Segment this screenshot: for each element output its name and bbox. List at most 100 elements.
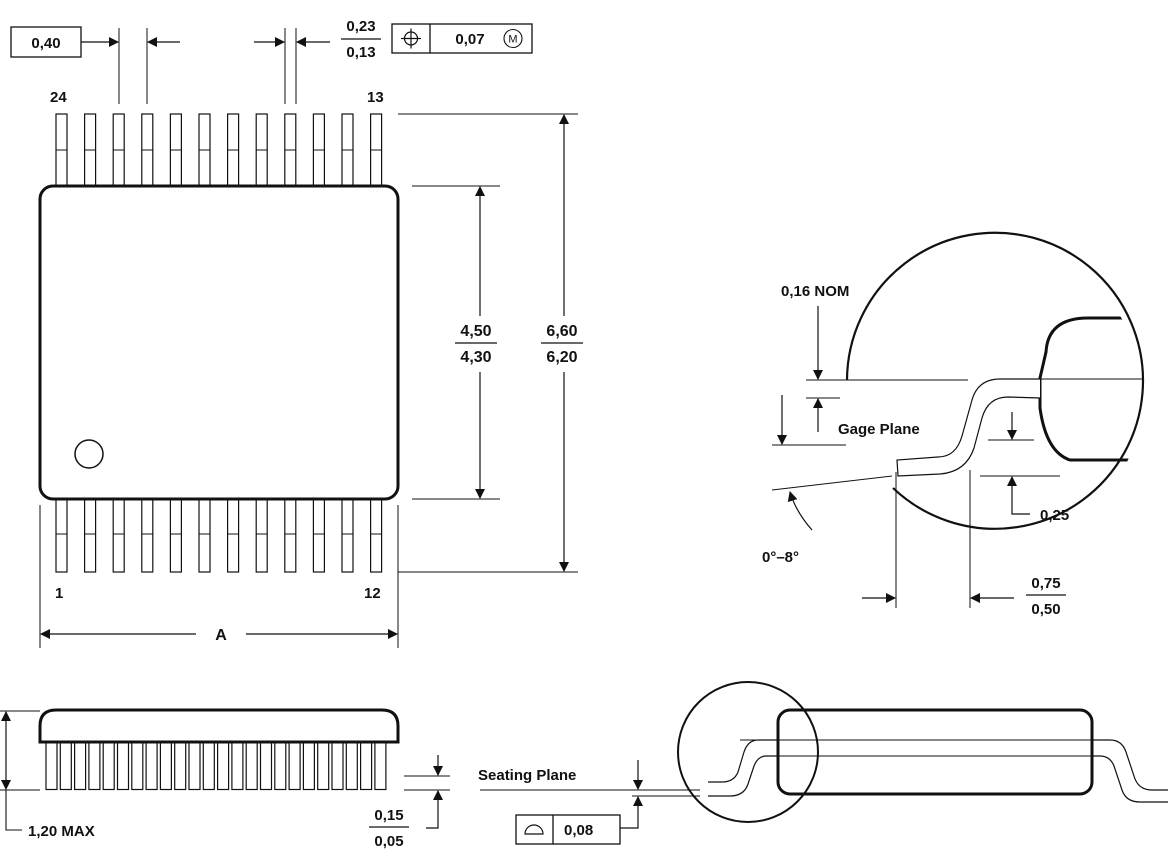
lead-side xyxy=(131,739,144,791)
pin-label-24: 24 xyxy=(50,89,67,106)
standoff-min: 0,05 xyxy=(374,833,403,850)
seating-arrow-bottom xyxy=(620,796,643,829)
lead-bottom xyxy=(198,496,211,573)
lead-side xyxy=(73,739,87,791)
side-leads xyxy=(45,739,387,791)
lead-side xyxy=(345,739,358,791)
lead-width-min: 0,13 xyxy=(346,44,375,61)
body-width-min: 4,30 xyxy=(460,349,491,366)
position-tolerance-icon xyxy=(401,28,421,49)
gage-dim-value: 0,25 xyxy=(1040,507,1069,524)
detail-view: 0,16 NOM Gage Plane 0,25 0°–8° 0,75 0,50 xyxy=(762,231,1145,618)
lead-thickness-label: 0,16 NOM xyxy=(781,283,849,300)
coplanarity-frame xyxy=(515,814,621,845)
gage-dim-arrow-bottom xyxy=(1007,476,1030,515)
angle-arc-arrow xyxy=(787,491,813,531)
lead-top xyxy=(370,113,383,189)
lead-side xyxy=(374,739,387,791)
lead-top xyxy=(169,113,182,189)
lead-top xyxy=(284,113,297,189)
lead-side xyxy=(360,739,373,791)
lead-bottom xyxy=(370,496,383,573)
lead-side xyxy=(174,739,187,791)
lead-side xyxy=(102,739,115,791)
angle-label: 0°–8° xyxy=(762,549,799,566)
lead-top xyxy=(141,113,154,189)
length-label: A xyxy=(215,627,227,644)
standoff-max: 0,15 xyxy=(374,807,403,824)
lead-bottom xyxy=(141,496,154,573)
foot-length-min: 0,50 xyxy=(1031,601,1060,618)
lead-top xyxy=(198,113,211,189)
side-view: 1,20 MAX 0,15 0,05 Seating Plane 0,08 xyxy=(0,681,1168,850)
top-view: 24 13 1 12 0,40 0,23 0,13 0,07 M xyxy=(10,18,583,648)
side-detail-body xyxy=(776,708,1094,796)
lead-bottom xyxy=(112,496,125,573)
lead-side xyxy=(331,739,344,791)
lead-top xyxy=(55,113,68,189)
seating-plane-label: Seating Plane xyxy=(478,767,576,784)
position-tolerance-value: 0,07 xyxy=(455,31,484,48)
lead-side xyxy=(317,739,330,791)
lead-top xyxy=(83,113,97,189)
lead-side xyxy=(217,739,230,791)
lead-side xyxy=(274,739,287,791)
lead-top xyxy=(227,113,240,189)
pin-label-12: 12 xyxy=(364,585,381,602)
lead-side xyxy=(231,739,244,791)
detail-body-outline xyxy=(1038,316,1143,462)
side-detail-circle xyxy=(677,681,819,823)
angle-reference-line xyxy=(771,475,893,491)
lead-bottom xyxy=(55,496,68,573)
lead-bottom xyxy=(255,496,268,573)
lead-bottom xyxy=(284,496,297,573)
pin-label-1: 1 xyxy=(55,585,63,602)
pin1-indicator xyxy=(74,439,104,469)
standoff-arrow-bottom xyxy=(426,790,443,829)
height-leader xyxy=(5,790,22,831)
lead-side xyxy=(159,739,172,791)
lead-top xyxy=(312,113,325,189)
overall-width-min: 6,20 xyxy=(546,349,577,366)
profile-of-surface-icon xyxy=(524,824,544,835)
bottom-leads xyxy=(55,496,383,573)
lead-side xyxy=(145,739,158,791)
pitch-box xyxy=(10,26,82,58)
lead-width-max: 0,23 xyxy=(346,18,375,35)
side-body xyxy=(38,708,400,744)
top-leads xyxy=(55,113,383,189)
lead-top xyxy=(341,113,354,189)
mmc-circle-icon xyxy=(503,28,523,49)
overall-width-max: 6,60 xyxy=(546,323,577,340)
package-body xyxy=(38,184,400,501)
lead-bottom xyxy=(83,496,97,573)
pin-label-13: 13 xyxy=(367,89,384,106)
lead-side xyxy=(259,739,273,791)
lead-side xyxy=(88,739,101,791)
body-width-max: 4,50 xyxy=(460,323,491,340)
lead-side xyxy=(59,739,72,791)
lead-top xyxy=(112,113,125,189)
lead-side xyxy=(245,739,258,791)
lead-side xyxy=(188,739,201,791)
lead-bottom xyxy=(341,496,354,573)
detail-circle xyxy=(845,231,1145,530)
lead-side xyxy=(288,739,301,791)
side-detail-lead-left xyxy=(708,739,778,797)
lead-bottom xyxy=(227,496,240,573)
coplanarity-value: 0,08 xyxy=(564,822,593,839)
lead-side xyxy=(202,739,215,791)
detail-lead xyxy=(896,378,1041,477)
lead-side xyxy=(116,739,130,791)
side-detail-lead-right xyxy=(1092,739,1168,803)
lead-top xyxy=(255,113,268,189)
pitch-dimension: 0,40 xyxy=(31,35,60,52)
mmc-modifier: M xyxy=(508,34,517,46)
lead-side xyxy=(302,739,315,791)
lead-bottom xyxy=(312,496,325,573)
height-label: 1,20 MAX xyxy=(28,823,95,840)
foot-length-max: 0,75 xyxy=(1031,575,1060,592)
lead-bottom xyxy=(169,496,182,573)
gage-plane-label: Gage Plane xyxy=(838,421,920,438)
